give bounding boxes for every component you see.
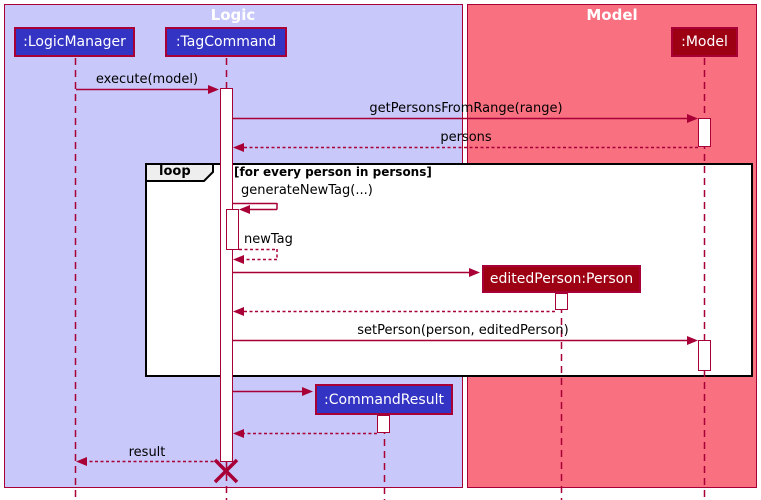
- region-logic-title: Logic: [210, 6, 256, 24]
- activation-tagcommand: [220, 88, 233, 462]
- arrowhead-create-editedperson: [469, 268, 480, 277]
- participant-model: :Model: [671, 27, 738, 57]
- message-label-persons: persons: [440, 130, 492, 145]
- message-label-newtag: newTag: [244, 232, 293, 247]
- message-label-execute: execute(model): [95, 72, 199, 87]
- participant-tagcommand: :TagCommand: [165, 27, 287, 57]
- arrowhead-newtag: [233, 255, 244, 264]
- message-label-setperson: setPerson(person, editedPerson): [357, 323, 569, 338]
- participant-logicmanager: :LogicManager: [14, 27, 135, 57]
- arrowhead-commandresult-return: [233, 429, 244, 438]
- message-label-result: result: [128, 445, 166, 460]
- loop-frame: [145, 163, 753, 377]
- loop-guard-label: [for every person in persons]: [234, 165, 432, 179]
- arrowhead-persons: [233, 143, 244, 152]
- message-label-getpersonsfromrange: getPersonsFromRange(range): [369, 101, 563, 116]
- activation-tagcommand-nested: [226, 209, 239, 250]
- arrowhead-execute: [208, 85, 219, 94]
- arrowhead-create-commandresult: [302, 387, 313, 396]
- arrowhead-result: [76, 457, 87, 466]
- activation-editedperson: [555, 293, 568, 310]
- arrowhead-setperson: [687, 336, 698, 345]
- participant-editedperson: editedPerson:Person: [482, 265, 641, 293]
- arrowhead-self: [239, 205, 250, 214]
- participant-commandresult: :CommandResult: [315, 384, 453, 415]
- arrowhead-editedperson-return: [233, 307, 244, 316]
- arrowhead-getpersons: [687, 114, 698, 123]
- destroy-x-icon: [213, 458, 239, 484]
- dashed-message-lines: [87, 146, 698, 463]
- loop-tab: [145, 163, 214, 182]
- arrowheads: [76, 85, 698, 466]
- activation-model-2: [698, 340, 711, 371]
- solid-message-lines: [76, 88, 689, 393]
- region-model-title: Model: [586, 6, 638, 24]
- activation-commandresult: [377, 415, 390, 433]
- activation-model-1: [698, 118, 711, 147]
- message-label-generatenewtag: generateNewTag(...): [241, 183, 373, 198]
- loop-operator-label: loop: [159, 164, 191, 179]
